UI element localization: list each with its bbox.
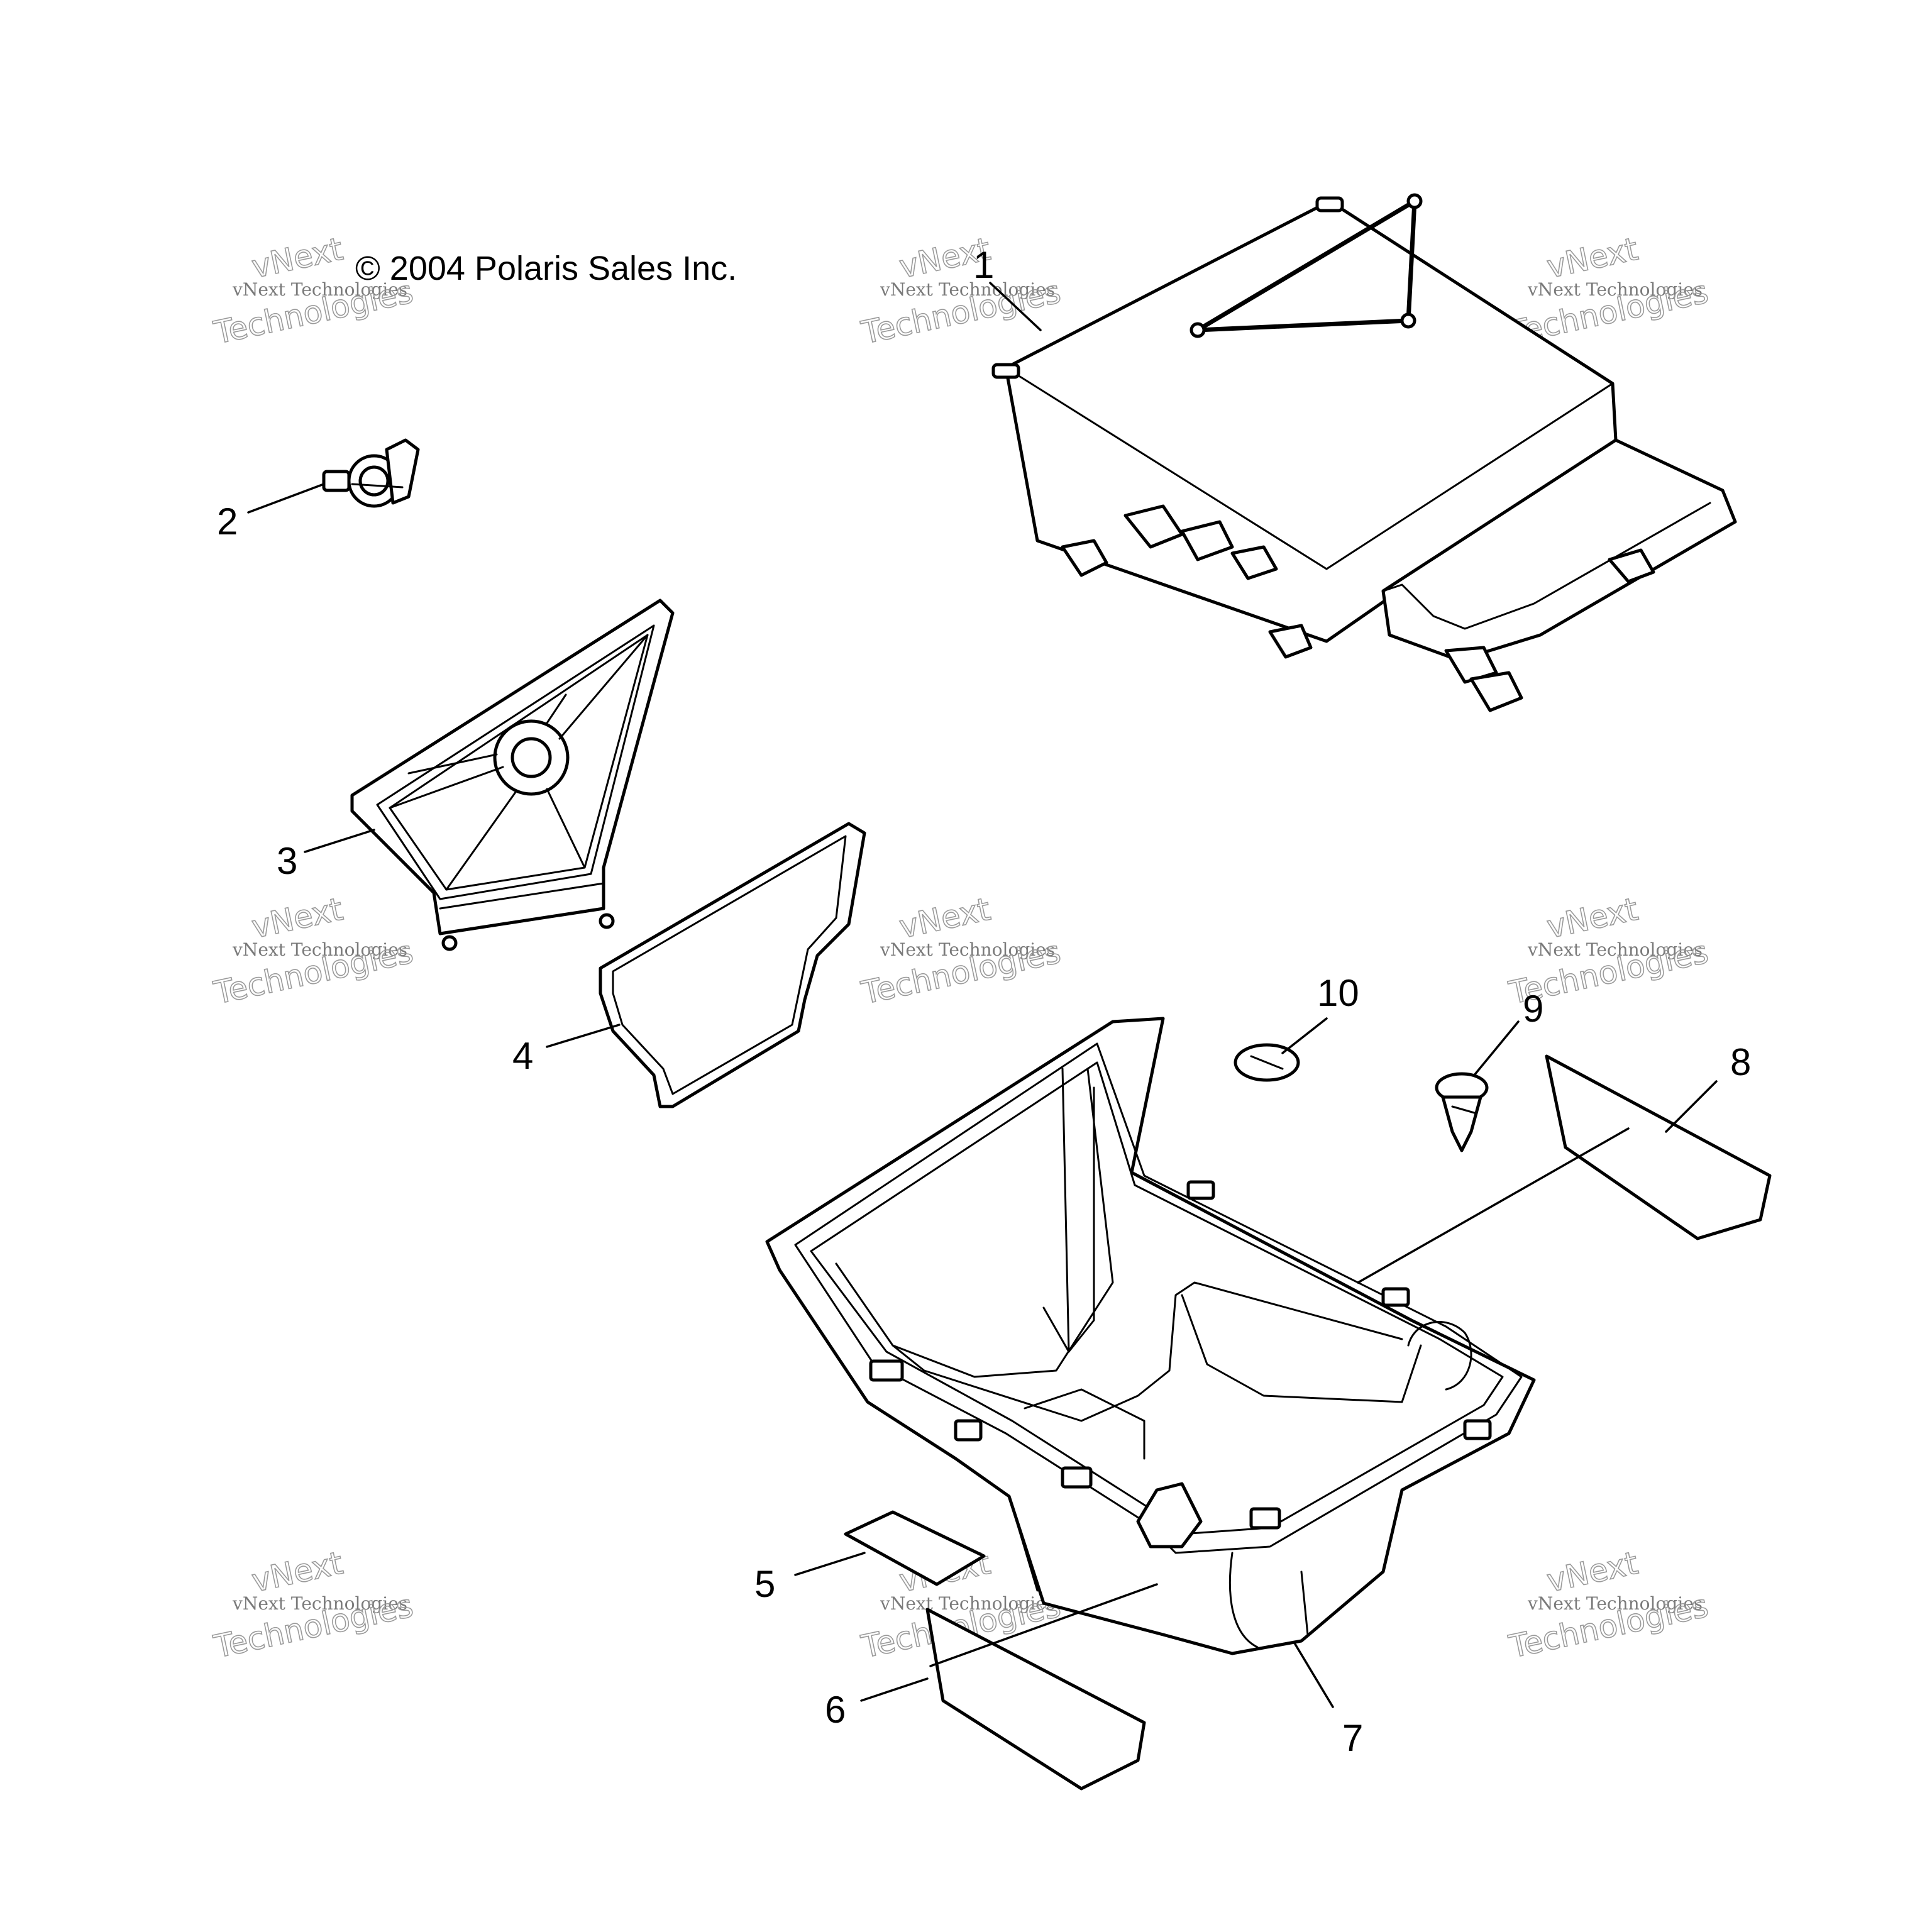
- leader-lines: [247, 282, 1718, 1708]
- watermark-small-text: vNext Technologies: [880, 939, 1055, 960]
- watermark-bottom-right: vNext Technologies vNext Technologies: [1505, 1544, 1712, 1666]
- watermark-bottom-left: vNext Technologies vNext Technologies: [210, 1544, 417, 1666]
- watermark-big-text-1: vNext: [248, 1545, 346, 1599]
- part-6-pad: [925, 1608, 1146, 1791]
- leader-9: [1473, 1020, 1520, 1076]
- leader-8-to-base: [1357, 1127, 1630, 1284]
- callout-5: 5: [754, 1563, 775, 1605]
- callout-7: 7: [1342, 1717, 1363, 1759]
- watermark-big-text-1: vNext: [1543, 1545, 1641, 1599]
- watermark-big-text-1: vNext: [248, 231, 346, 285]
- callout-3: 3: [277, 840, 297, 882]
- watermark-small-text: vNext Technologies: [1527, 1593, 1703, 1614]
- watermark-small-text: vNext Technologies: [880, 279, 1055, 300]
- callout-8: 8: [1730, 1041, 1751, 1083]
- watermark-small-text: vNext Technologies: [232, 1593, 407, 1614]
- callout-4: 4: [512, 1035, 533, 1077]
- watermark-small-text: vNext Technologies: [1527, 939, 1703, 960]
- watermark-big-text-1: vNext: [1543, 231, 1641, 285]
- watermark-mid-left: vNext Technologies vNext Technologies: [210, 890, 417, 1012]
- part-2-latch: [322, 438, 420, 508]
- part-4-seal: [599, 822, 866, 1108]
- watermark-top-center: vNext Technologies vNext Technologies: [858, 230, 1064, 352]
- callout-labels: 1 2 3 4 5 6 7 8 9 10: [217, 244, 1751, 1759]
- leader-8: [1665, 1080, 1718, 1133]
- leader-6-to-base: [929, 1583, 1158, 1667]
- callout-9: 9: [1523, 988, 1543, 1030]
- part-5-pad: [844, 1510, 986, 1586]
- leader-2: [247, 483, 325, 514]
- watermark-small-text: vNext Technologies: [1527, 279, 1703, 300]
- part-1-lid: [991, 193, 1737, 712]
- watermark-big-text-1: vNext: [896, 891, 993, 946]
- leader-3: [304, 829, 375, 853]
- leader-5: [794, 1552, 866, 1576]
- leader-6: [860, 1677, 929, 1702]
- callout-2: 2: [217, 500, 238, 543]
- watermark-big-text-1: vNext: [248, 891, 346, 946]
- leader-7: [1294, 1643, 1334, 1708]
- watermark-big-text-1: vNext: [1543, 891, 1641, 946]
- watermark-small-text: vNext Technologies: [880, 1593, 1055, 1614]
- part-10-plug: [1234, 1043, 1300, 1082]
- callout-6: 6: [825, 1689, 846, 1731]
- part-8-pad: [1545, 1054, 1772, 1240]
- leader-4: [546, 1024, 621, 1048]
- watermark-mid-center: vNext Technologies vNext Technologies: [858, 890, 1064, 1012]
- leader-10: [1281, 1017, 1328, 1054]
- callout-10: 10: [1317, 972, 1359, 1014]
- part-7-base: [765, 1017, 1536, 1655]
- watermark-small-text: vNext Technologies: [232, 279, 407, 300]
- leader-1: [989, 282, 1042, 331]
- watermark-small-text: vNext Technologies: [232, 939, 407, 960]
- part-9-rivet: [1435, 1072, 1489, 1152]
- copyright-text: © 2004 Polaris Sales Inc.: [355, 250, 737, 287]
- callout-1: 1: [973, 244, 994, 286]
- part-3-panel: [350, 599, 675, 951]
